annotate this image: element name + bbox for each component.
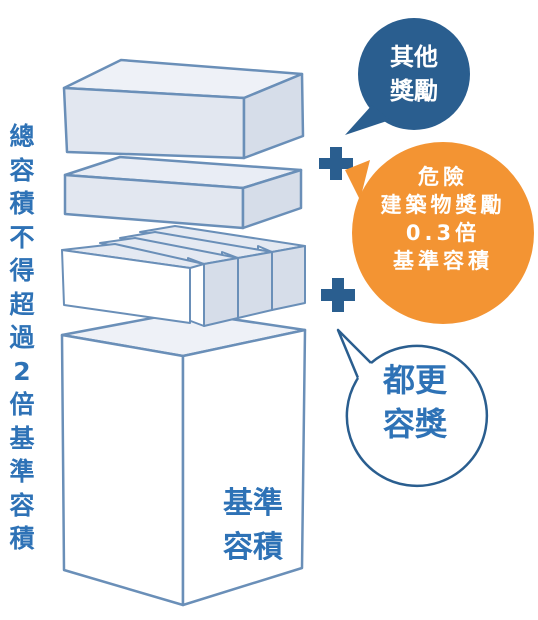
label-char: 基: [9, 423, 35, 453]
bubble-line: 都更: [382, 361, 447, 399]
label-char: 超: [9, 289, 35, 319]
label-char: 2: [13, 356, 31, 386]
label-char: 得: [9, 256, 35, 285]
label-char: 容: [9, 490, 35, 520]
other-bonus-text: 其他 獎勵: [359, 40, 469, 108]
label-char: 總: [9, 122, 35, 151]
plus-icon: [319, 147, 353, 180]
dangerous-building-text: 危險 建築物獎勵 0.3倍 基準容積: [353, 163, 533, 275]
other-bonus-bubble: [345, 18, 470, 135]
bubble-line: 0.3倍: [405, 221, 481, 245]
label-char: 積: [9, 189, 35, 218]
label-char: 準: [9, 457, 35, 486]
plus-icon: [321, 278, 355, 312]
base-label-line: 基準: [223, 486, 283, 521]
bubble-line: 其他: [390, 43, 438, 71]
total-volume-limit-label: 總 容 積 不 得 超 過 2 倍 基 準 容 積: [6, 120, 38, 556]
label-char: 倍: [9, 390, 35, 419]
middle-slab: [63, 155, 303, 230]
label-char: 積: [9, 524, 35, 553]
dangerous-building-bubble: [345, 142, 534, 324]
urban-renewal-text: 都更 容獎: [355, 358, 475, 446]
bubble-line: 獎勵: [390, 77, 438, 105]
urban-renewal-bubble: [336, 328, 498, 488]
base-label-line: 容積: [223, 530, 283, 565]
bubble-line: 建築物獎勵: [380, 193, 506, 217]
bubble-line: 危險: [418, 165, 468, 189]
slab-stack: [61, 225, 306, 327]
base-volume-label: 基準 容積: [205, 482, 301, 570]
label-char: 不: [9, 222, 35, 252]
top-slab: [62, 58, 305, 160]
bubble-line: 基準容積: [393, 249, 493, 273]
bubble-line: 容獎: [382, 405, 447, 443]
label-char: 過: [9, 323, 35, 352]
label-char: 容: [9, 155, 35, 185]
base-block: [60, 310, 307, 607]
